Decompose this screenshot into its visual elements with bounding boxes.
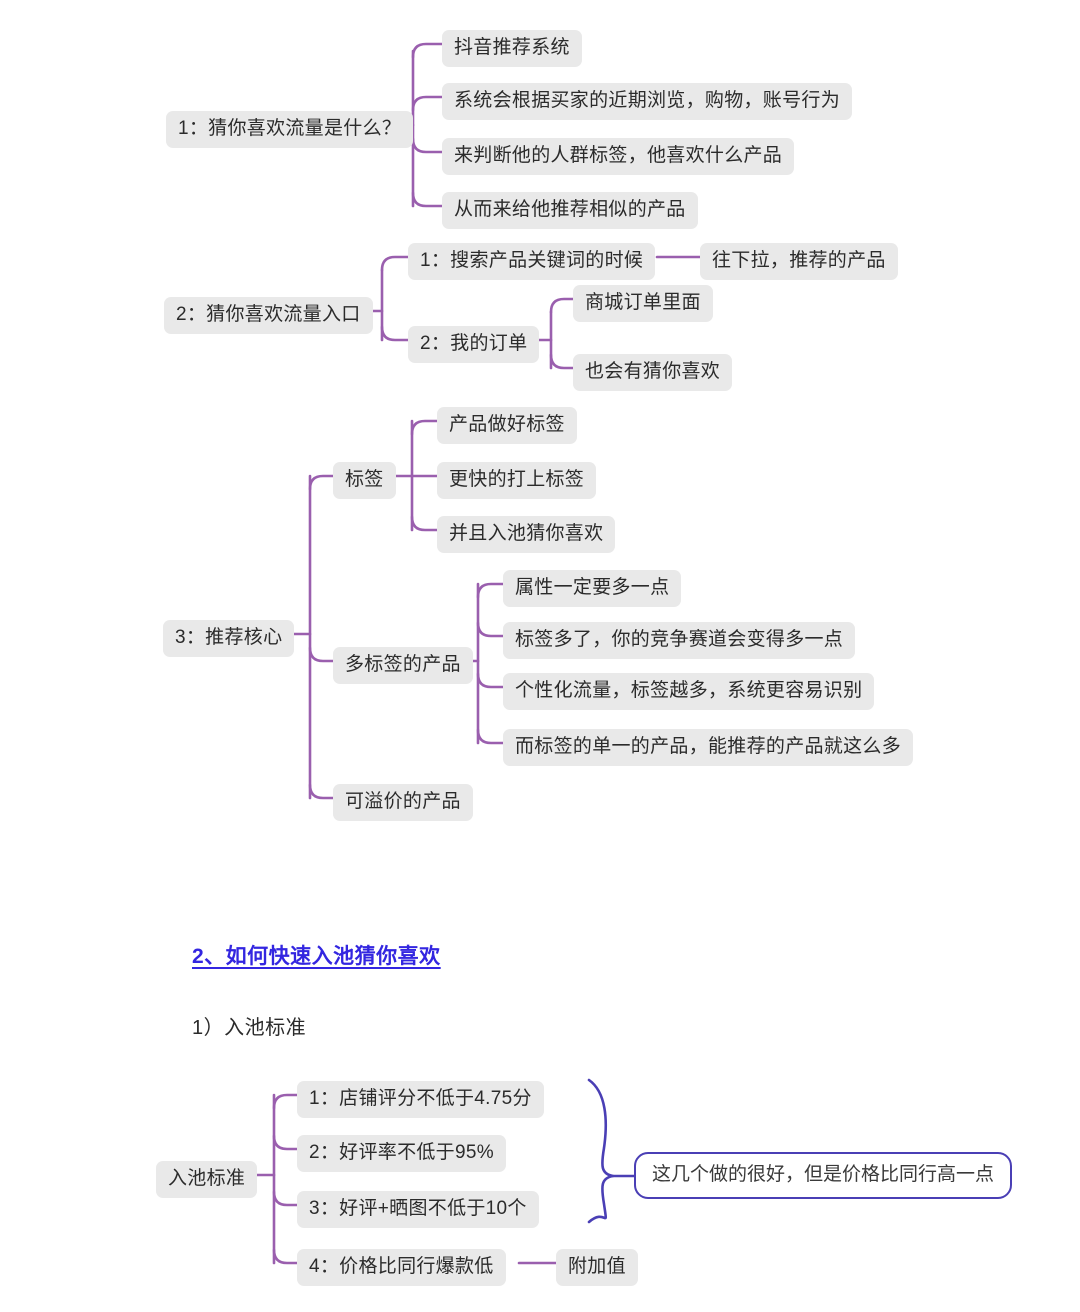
node-branch1-root[interactable]: 1：猜你喜欢流量是什么？ (166, 111, 414, 148)
conn-b2-c2 (380, 325, 410, 342)
node-branch3-child-1-leaf-1[interactable]: 产品做好标签 (437, 407, 577, 444)
conn-bm-c2 (272, 1134, 299, 1151)
node-branch1-child-1[interactable]: 抖音推荐系统 (442, 30, 582, 67)
conn-b3-c2-l4 (476, 728, 505, 745)
conn-b3-c2-l3 (476, 672, 505, 689)
conn-b3-c2-l2 (476, 621, 505, 638)
conn-b3-c1-l3 (410, 515, 439, 532)
conn-b2-c1 (380, 255, 410, 272)
node-branch3-child-2-leaf-3[interactable]: 个性化流量，标签越多，系统更容易识别 (503, 673, 875, 710)
conn-b1-c3 (411, 137, 444, 154)
node-branch3-child-3[interactable]: 可溢价的产品 (333, 784, 473, 821)
brace-icon (587, 1078, 636, 1224)
conn-b1-c1 (411, 42, 444, 59)
node-branch2-child-2-leaf-1[interactable]: 商城订单里面 (573, 285, 713, 322)
node-branch1-child-2[interactable]: 系统会根据买家的近期浏览，购物，账号行为 (442, 83, 853, 120)
section2-heading: 2、如何快速入池猜你喜欢 (192, 945, 441, 968)
callout-note[interactable]: 这几个做的很好，但是价格比同行高一点 (634, 1152, 1013, 1199)
node-branch3-child-2-leaf-2[interactable]: 标签多了，你的竞争赛道会变得多一点 (503, 622, 856, 659)
conn-b2-c2-l2 (549, 353, 575, 370)
conn-b1-c2 (411, 95, 444, 112)
node-branch1-child-3[interactable]: 来判断他的人群标签，他喜欢什么产品 (442, 138, 795, 175)
conn-b3-c1 (308, 474, 335, 491)
conn-bm-c4 (272, 1248, 299, 1265)
node-bottom-root[interactable]: 入池标准 (156, 1161, 258, 1198)
node-branch3-child-2[interactable]: 多标签的产品 (333, 647, 473, 684)
conn-b2-c2-l1 (549, 297, 575, 314)
node-branch2-child-2[interactable]: 2：我的订单 (408, 326, 540, 363)
node-bottom-child-4[interactable]: 4：价格比同行爆款低 (297, 1249, 506, 1286)
node-branch2-root[interactable]: 2：猜你喜欢流量入口 (164, 297, 373, 334)
node-bottom-child-2[interactable]: 2：好评率不低于95% (297, 1135, 506, 1172)
conn-b3-c3 (308, 783, 335, 800)
node-branch3-child-2-leaf-4[interactable]: 而标签的单一的产品，能推荐的产品就这么多 (503, 729, 914, 766)
node-bottom-child-1[interactable]: 1：店铺评分不低于4.75分 (297, 1081, 544, 1118)
node-bottom-child-4-leaf-1[interactable]: 附加值 (556, 1249, 638, 1286)
conn-bm-c1 (272, 1093, 299, 1110)
conn-b3-c2 (308, 646, 335, 663)
node-branch3-child-1[interactable]: 标签 (333, 462, 396, 499)
node-branch3-child-1-leaf-3[interactable]: 并且入池猜你喜欢 (437, 516, 616, 553)
node-branch3-child-2-leaf-1[interactable]: 属性一定要多一点 (503, 570, 682, 607)
node-branch2-child-1[interactable]: 1：搜索产品关键词的时候 (408, 243, 656, 280)
node-branch3-root[interactable]: 3：推荐核心 (163, 620, 295, 657)
conn-bm-c3 (272, 1190, 299, 1207)
node-branch2-child-1-leaf-1[interactable]: 往下拉，推荐的产品 (700, 243, 898, 280)
node-branch3-child-1-leaf-2[interactable]: 更快的打上标签 (437, 462, 597, 499)
node-bottom-child-3[interactable]: 3：好评+晒图不低于10个 (297, 1191, 539, 1228)
conn-b3-c1-l1 (410, 419, 439, 436)
conn-b3-c2-l1 (476, 582, 505, 599)
conn-b1-c4 (411, 191, 444, 208)
node-branch2-child-2-leaf-2[interactable]: 也会有猜你喜欢 (573, 354, 733, 391)
node-branch1-child-4[interactable]: 从而来给他推荐相似的产品 (442, 192, 698, 229)
section2-subheading: 1）入池标准 (192, 1017, 307, 1039)
